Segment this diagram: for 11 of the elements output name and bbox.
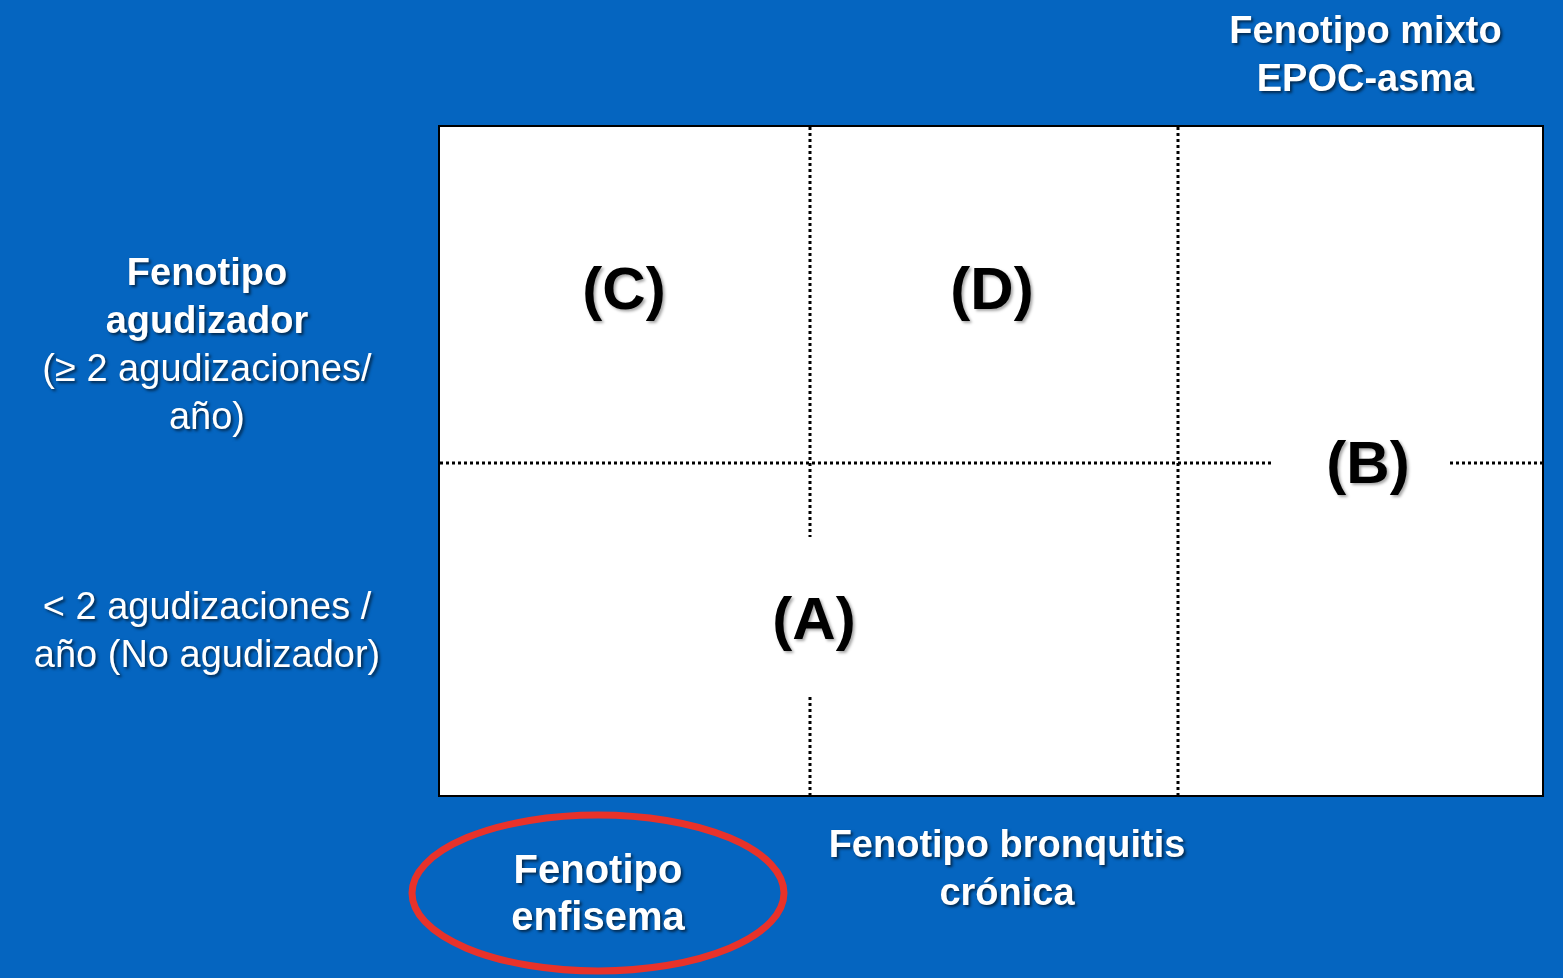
axis-label: (≥ 2 agudizaciones/ año) (41, 346, 373, 439)
axis-label: Fenotipo agudizador (104, 250, 310, 343)
quadrant-label: (D) (949, 254, 1035, 324)
axis-label: < 2 agudizaciones / año (No agudizador) (32, 584, 382, 677)
highlight-ellipse (408, 811, 788, 975)
axis-label: Fenotipo mixto EPOC-asma (1228, 8, 1503, 101)
quadrant-label: (A) (771, 584, 857, 654)
quadrant-label: (B) (1325, 428, 1411, 498)
phenotype-label: Fenotipo enfisema (510, 846, 686, 940)
quadrant-label: (C) (581, 254, 667, 324)
axis-label: Fenotipo bronquitis crónica (827, 822, 1187, 915)
